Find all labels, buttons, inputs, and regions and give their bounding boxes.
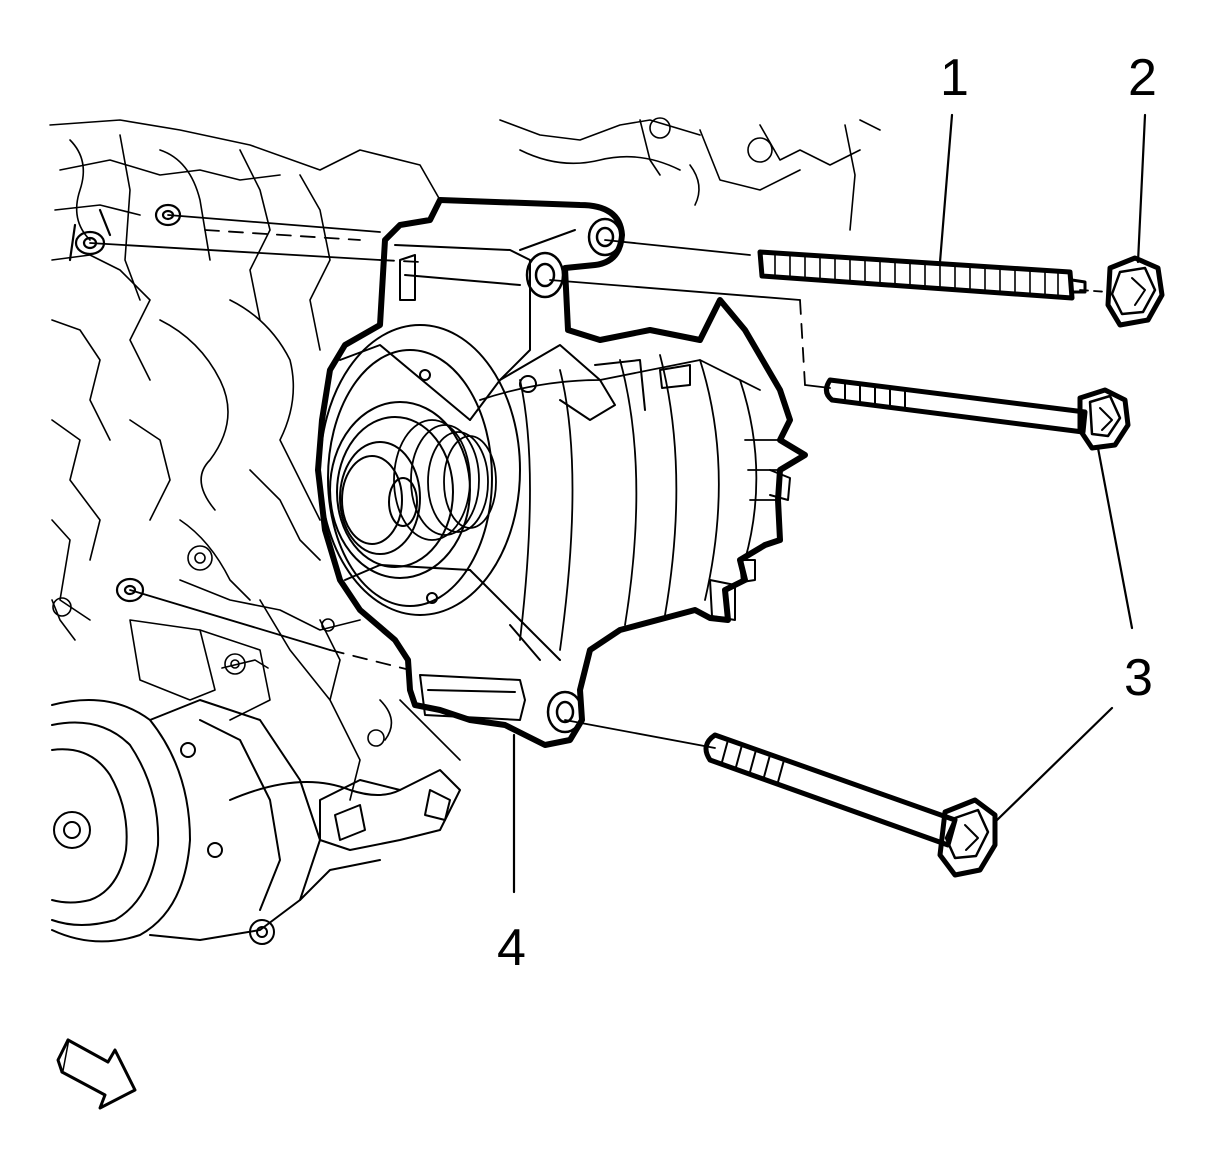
callout-4-label: 4: [497, 919, 526, 977]
nut-2: [1105, 255, 1165, 328]
callout-3-label: 3: [1124, 649, 1153, 707]
ac-compressor: [51, 699, 461, 945]
callout-1-label: 1: [940, 49, 969, 107]
engine-mount-holes: [68, 203, 182, 603]
alignment-lines: [89, 214, 1109, 749]
leader-lines: [512, 113, 1147, 894]
bolt-1-stud: [757, 249, 1087, 301]
callout-2-label: 2: [1128, 49, 1157, 107]
generator: [315, 197, 808, 748]
engine-block-background: [49, 117, 881, 801]
bolt-3-middle: [824, 377, 1131, 451]
view-direction-arrow-icon: [56, 1038, 137, 1110]
bolt-3-lower: [703, 732, 998, 878]
